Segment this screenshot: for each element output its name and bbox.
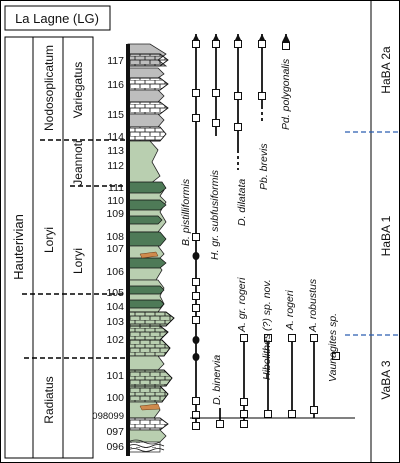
taxon-label-a-gr-rogeri: A. gr. rogeri xyxy=(236,277,248,333)
zone-label-nodosoplicatum: Nodosoplicatum xyxy=(42,45,56,131)
bed-label-117: 117 xyxy=(107,55,124,67)
subzone-column xyxy=(62,36,94,459)
occurrence-square xyxy=(264,410,272,418)
bed-label-114: 114 xyxy=(107,131,124,143)
bed-label-103: 103 xyxy=(106,316,124,328)
bed-label-100: 100 xyxy=(106,392,124,404)
taxon-range-3 xyxy=(258,34,266,122)
occurrence-square xyxy=(240,420,248,428)
bed-label-109: 109 xyxy=(106,208,124,220)
occurrence-square xyxy=(310,334,318,342)
taxon-range-0 xyxy=(192,34,200,430)
occurrence-square xyxy=(310,406,318,414)
bed-label-096: 096 xyxy=(106,441,124,453)
figure-title: La Lagne (LG) xyxy=(15,11,99,26)
zone-label-loryi: Loryi xyxy=(42,227,56,253)
occurrence-square xyxy=(234,92,242,100)
taxon-ranges xyxy=(192,34,340,430)
occurrence-square xyxy=(192,397,200,405)
occurrence-square xyxy=(192,114,200,122)
occurrence-square xyxy=(212,119,220,127)
occurrence-square xyxy=(192,40,200,48)
occurrence-dot xyxy=(192,353,200,361)
biozone-label-haba-2a: HaBA 2a xyxy=(379,46,393,94)
subzone-label-variegatus: Variegatus xyxy=(71,62,85,118)
taxon-range-9 xyxy=(310,334,318,418)
stage-column xyxy=(4,36,34,459)
taxon-range-4 xyxy=(282,34,290,50)
taxon-range-8 xyxy=(288,334,296,418)
taxon-label-d-binervia: D. binervia xyxy=(211,355,223,405)
title-box xyxy=(4,5,111,31)
occurrence-square xyxy=(288,334,296,342)
bed-label-101: 101 xyxy=(106,370,124,382)
bed-label-106: 106 xyxy=(106,266,124,278)
occurrence-square xyxy=(192,292,200,300)
bed-label-105: 105 xyxy=(106,287,124,299)
occurrence-square xyxy=(192,304,200,312)
bed-label-112: 112 xyxy=(107,160,124,172)
subzone-label-jeannoti: Jeannoti xyxy=(71,140,85,185)
taxon-label-d-dilatata: D. dilatata xyxy=(236,179,248,226)
taxon-range-10 xyxy=(332,352,340,360)
occurrence-square xyxy=(288,410,296,418)
taxon-label-pd-polygonalis: Pd. polygonalis xyxy=(280,58,292,130)
occurrence-square xyxy=(282,42,290,50)
occurrence-square xyxy=(192,278,200,286)
lithologic-column xyxy=(126,43,175,456)
occurrence-square xyxy=(234,123,242,131)
occurrence-square xyxy=(258,92,266,100)
zone-label-radiatus: Radiatus xyxy=(42,376,56,423)
occurrence-dot xyxy=(192,336,200,344)
bed-label-111: 111 xyxy=(108,182,124,194)
occurrence-square xyxy=(212,40,220,48)
taxon-label-pb-brevis: Pb. brevis xyxy=(258,143,270,190)
occurrence-square xyxy=(192,422,200,430)
bed-label-108: 108 xyxy=(106,231,124,243)
occurrence-dot xyxy=(192,252,200,260)
occurrence-square xyxy=(212,89,220,97)
taxon-label-a-robustus: A. robustus xyxy=(307,278,319,333)
biozone-label-haba-1: HaBA 1 xyxy=(379,215,393,256)
bed-label-110: 110 xyxy=(107,195,124,207)
bed-label-104: 104 xyxy=(106,301,124,313)
bed-label-107: 107 xyxy=(106,243,124,255)
taxon-labels: B. pistilliformis H. gr. subfusiformis D… xyxy=(180,58,339,405)
taxon-label-vaunagites: Vaunagites sp. xyxy=(327,313,339,382)
range-arrowhead xyxy=(282,34,290,42)
taxon-label-h-subfusiformis: H. gr. subfusiformis xyxy=(209,169,221,260)
occurrence-square xyxy=(192,233,200,241)
occurrence-square xyxy=(192,89,200,97)
occurrence-square xyxy=(264,334,272,342)
stage-label: Hauterivian xyxy=(11,214,26,280)
occurrence-square xyxy=(240,410,248,418)
taxon-label-b-pistilliformis: B. pistilliformis xyxy=(180,178,192,246)
bed-label-116: 116 xyxy=(107,79,124,91)
bed-label-113: 113 xyxy=(107,145,124,157)
occurrence-square xyxy=(216,420,224,428)
bed-label-097: 097 xyxy=(106,426,124,438)
taxon-label-a-rogeri: A. rogeri xyxy=(284,290,296,331)
taxon-range-6 xyxy=(240,334,248,428)
taxon-range-1 xyxy=(212,34,220,136)
occurrence-square xyxy=(240,398,248,406)
taxon-range-7 xyxy=(264,334,272,418)
taxon-range-2 xyxy=(234,34,242,170)
occurrence-square xyxy=(258,40,266,48)
subzone-label-loryi: Loryi xyxy=(71,248,85,274)
biozone-label-vaba-3: VaBA 3 xyxy=(379,360,393,399)
taxon-label-hibolithes: Hibolithes (?) sp. nov. xyxy=(261,279,273,380)
occurrence-square xyxy=(192,316,200,324)
occurrence-square xyxy=(192,411,200,419)
occurrence-square xyxy=(332,352,340,360)
bed-label-098099: 098099 xyxy=(92,411,124,422)
occurrence-square xyxy=(240,334,248,342)
bed-label-115: 115 xyxy=(107,109,124,121)
bed-label-102: 102 xyxy=(106,334,124,346)
occurrence-square xyxy=(234,40,242,48)
